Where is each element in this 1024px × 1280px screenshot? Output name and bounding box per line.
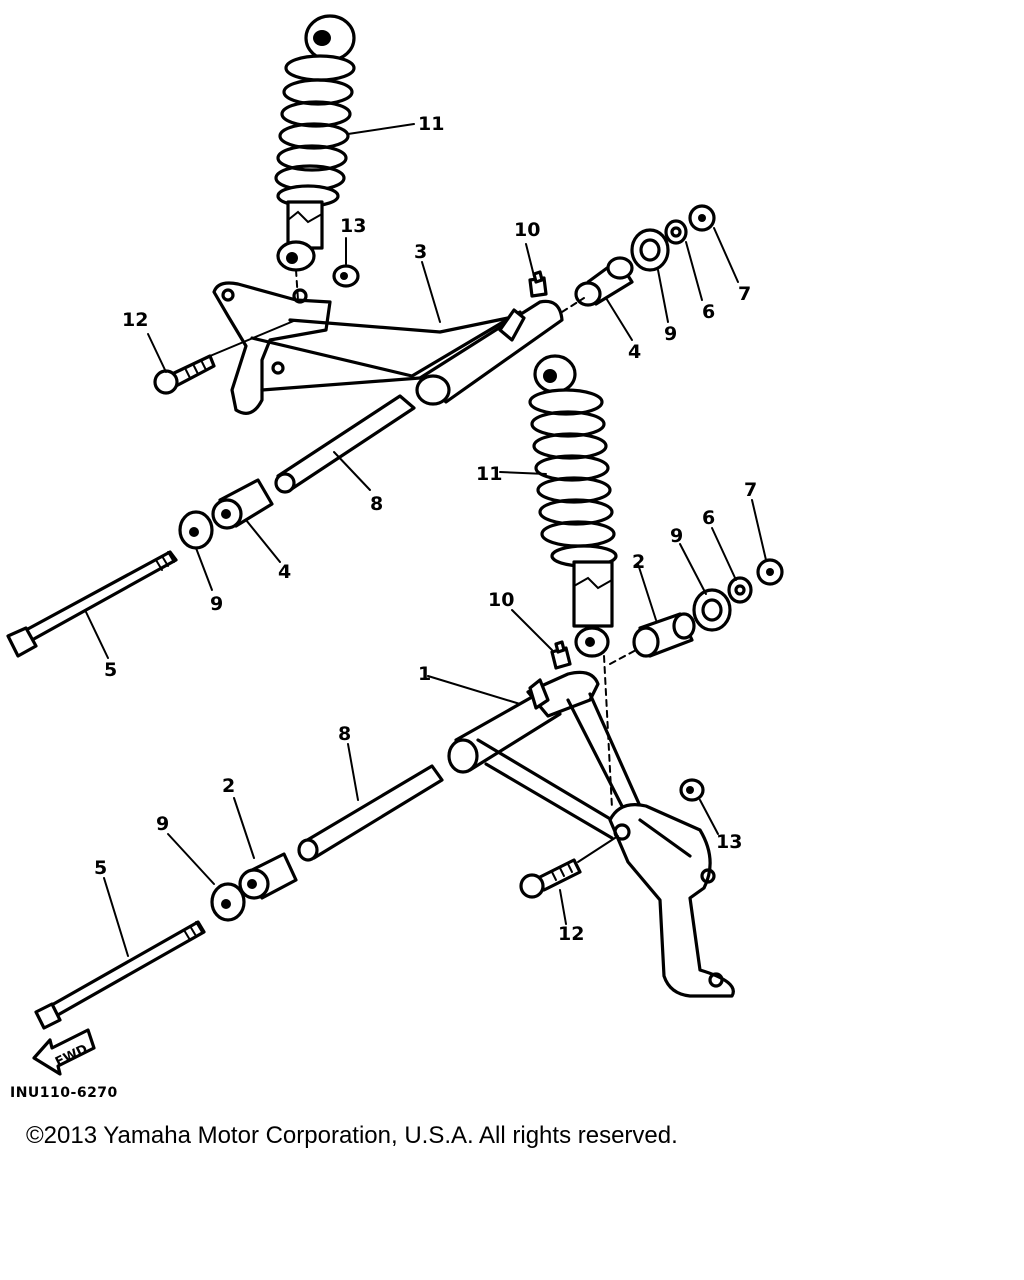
upper-arm — [212, 281, 564, 415]
seal-lower-right-9 — [692, 588, 732, 632]
shock-absorber-lower — [528, 354, 618, 658]
callout-labels: 11 13 3 10 7 6 9 4 12 8 4 9 5 11 7 6 9 2… — [94, 113, 757, 945]
callout-9-upper-left: 9 — [210, 593, 223, 615]
callout-12-upper: 12 — [122, 309, 148, 331]
callout-12-lower: 12 — [558, 923, 584, 945]
callout-4-upper-right: 4 — [628, 341, 641, 363]
callout-8-upper: 8 — [370, 493, 383, 515]
figure-code: INU110-6270 — [10, 1085, 118, 1101]
seal-upper-left-9 — [178, 510, 214, 550]
nut-upper-right-7 — [688, 204, 716, 232]
copyright-notice: ©2013 Yamaha Motor Corporation, U.S.A. A… — [26, 1122, 678, 1149]
callout-13-lower: 13 — [716, 831, 742, 853]
callout-11-lower: 11 — [476, 463, 502, 485]
callout-4-upper-left: 4 — [278, 561, 291, 583]
callout-3: 3 — [414, 241, 427, 263]
fwd-arrow-icon: FWD — [32, 1028, 96, 1076]
callout-2-lower: 2 — [222, 775, 235, 797]
callout-9-upper-right: 9 — [664, 323, 677, 345]
seal-upper-right-9 — [630, 228, 670, 272]
nut-lower-right-7 — [756, 558, 784, 586]
callout-6-upper: 6 — [702, 301, 715, 323]
nut-upper-13 — [332, 264, 360, 288]
grease-nipple-upper — [528, 270, 548, 298]
callout-9-lower-right: 9 — [670, 525, 683, 547]
bolt-lower-12 — [519, 835, 619, 899]
washer-upper-right-6 — [664, 219, 688, 245]
callout-7-lower: 7 — [744, 479, 757, 501]
callout-13-upper: 13 — [340, 215, 366, 237]
callout-6-lower: 6 — [702, 507, 715, 529]
nut-lower-13 — [679, 778, 705, 802]
callout-5-lower: 5 — [94, 857, 107, 879]
assembly-lines — [295, 269, 637, 809]
shock-absorber-upper — [274, 14, 356, 272]
pivot-pipe-lower-8 — [297, 764, 444, 862]
bushing-lower-left-2 — [238, 852, 298, 900]
seal-lower-left-9 — [210, 882, 246, 922]
bushing-upper-left-4 — [211, 478, 274, 530]
pivot-bolt-lower-5 — [34, 920, 206, 1030]
callout-5-upper: 5 — [104, 659, 117, 681]
callout-10-upper: 10 — [514, 219, 540, 241]
pivot-pipe-upper-8 — [274, 394, 416, 494]
pivot-bolt-upper-5 — [6, 550, 178, 658]
leader-lines — [85, 123, 767, 957]
lower-arm — [447, 670, 735, 998]
callout-8-lower: 8 — [338, 723, 351, 745]
callout-1: 1 — [418, 663, 431, 685]
parts-diagram: 11 13 3 10 7 6 9 4 12 8 4 9 5 11 7 6 9 2… — [6, 14, 784, 1076]
callout-2-upper: 2 — [632, 551, 645, 573]
washer-lower-right-6 — [727, 576, 753, 604]
grease-nipple-lower — [550, 640, 572, 670]
callout-9-lower-left: 9 — [156, 813, 169, 835]
bushing-lower-right-2 — [632, 612, 696, 658]
callout-11-upper: 11 — [418, 113, 444, 135]
callout-7-upper: 7 — [738, 283, 751, 305]
callout-10-lower: 10 — [488, 589, 514, 611]
